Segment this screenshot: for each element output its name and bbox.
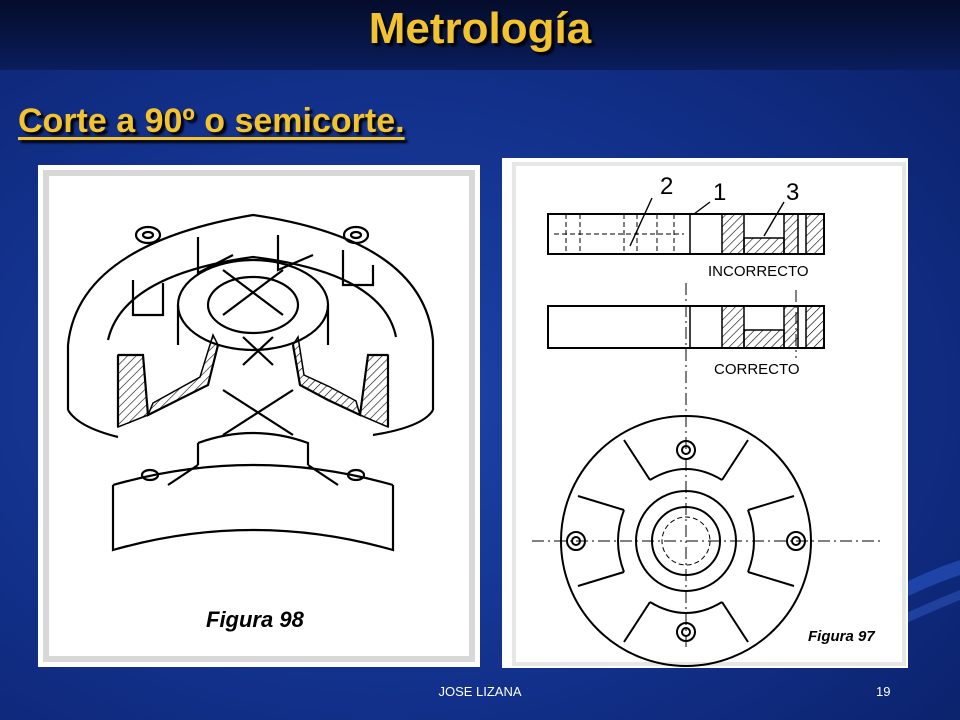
- plan-view: [560, 415, 812, 667]
- callout-leaders: [629, 197, 785, 247]
- incorrect-label: INCORRECTO: [708, 263, 809, 280]
- callout-2: 2: [660, 173, 673, 200]
- figure-98-drawing: Figura 98: [43, 170, 475, 662]
- center-lines: [532, 283, 882, 650]
- title-band: [0, 0, 960, 70]
- slide-subtitle: Corte a 90º o semicorte.: [18, 102, 405, 140]
- callout-3: 3: [786, 179, 799, 206]
- page-number: 19: [876, 684, 891, 699]
- upper-section-hatch: [117, 332, 389, 429]
- footer-author: JOSE LIZANA: [438, 684, 522, 699]
- slide-title: Metrología: [368, 4, 592, 53]
- figure-97-drawing: 2 1 3 INCORRECTO: [512, 162, 906, 667]
- figure-98-caption: Figura 98: [206, 607, 305, 632]
- correct-section-view: CORRECTO: [547, 305, 825, 378]
- figure-97-caption: Figura 97: [808, 628, 875, 645]
- upper-part: [66, 213, 435, 439]
- correct-label: CORRECTO: [714, 361, 800, 378]
- figure-97-panel: 2 1 3 INCORRECTO: [502, 158, 908, 668]
- callout-1: 1: [713, 179, 726, 206]
- lower-part: [111, 431, 395, 552]
- incorrect-section-view: INCORRECTO: [547, 213, 825, 280]
- figure-98-panel: Figura 98: [38, 165, 480, 667]
